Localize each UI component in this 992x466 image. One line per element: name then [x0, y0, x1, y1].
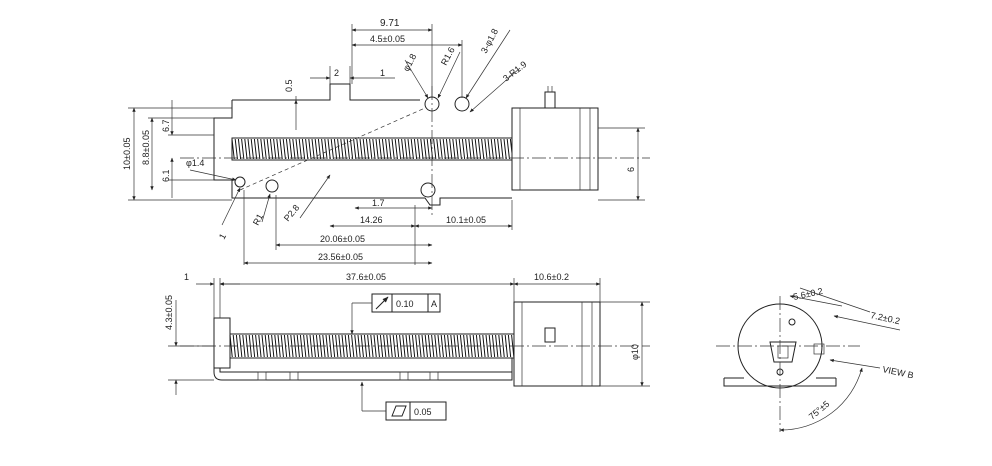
dim-7-2: 7.2±0.2 — [870, 310, 901, 326]
dim-phi10: φ10 — [630, 344, 640, 360]
dim-10-6: 10.6±0.2 — [534, 272, 569, 282]
side-view-b — [716, 287, 901, 432]
dim-1-top: 1 — [380, 68, 385, 78]
dim-6-7: 6.7 — [161, 119, 171, 132]
top-lead-screw-thread — [231, 138, 514, 160]
dim-0-5: 0.5 — [284, 79, 294, 92]
dim-phi-1-8: φ1.8 — [401, 52, 418, 73]
dim-20-06: 20.06±0.05 — [320, 234, 365, 244]
dim-9-71: 9.71 — [380, 18, 400, 29]
dim-3-r1-9: 3-R1.9 — [501, 59, 528, 84]
dim-10-1: 10.1±0.05 — [446, 215, 486, 225]
dim-14-26: 14.26 — [360, 215, 383, 225]
flatness-value: 0.05 — [414, 407, 432, 417]
runout-tolerance-frame: 0.10 A — [350, 293, 441, 335]
dim-4-5: 4.5±0.05 — [370, 34, 405, 44]
dim-phi1-4: φ1.4 — [186, 158, 204, 168]
dim-2: 2 — [334, 68, 339, 78]
dim-10: 10±0.05 — [122, 138, 132, 170]
runout-datum: A — [431, 299, 437, 309]
dim-1-left: 1 — [217, 232, 228, 241]
dim-r1: R1 — [251, 212, 265, 227]
flatness-icon — [391, 405, 407, 417]
front-view-labels: 1 37.6±0.05 10.6±0.2 4.3±0.05 φ10 — [164, 272, 640, 360]
dim-4-3: 4.3±0.05 — [164, 295, 174, 330]
dim-1-bottom: 1 — [184, 272, 189, 282]
dim-37-6: 37.6±0.05 — [346, 272, 386, 282]
runout-value: 0.10 — [396, 299, 414, 309]
dim-75-deg: 75°±5 — [807, 399, 831, 422]
flatness-tolerance-frame: 0.05 — [360, 381, 447, 421]
dim-1-7: 1.7 — [372, 198, 385, 208]
view-b-label: VIEW B — [882, 364, 915, 380]
dim-6: 6 — [626, 167, 636, 172]
runout-icon — [375, 296, 389, 310]
dim-p2-8: P2.8 — [282, 203, 302, 224]
dim-8-8: 8.8±0.05 — [141, 130, 151, 165]
dim-23-56: 23.56±0.05 — [318, 252, 363, 262]
dim-6-1: 6.1 — [161, 169, 171, 182]
front-view: 0.10 A 0.05 — [168, 278, 650, 421]
top-view — [128, 24, 650, 265]
